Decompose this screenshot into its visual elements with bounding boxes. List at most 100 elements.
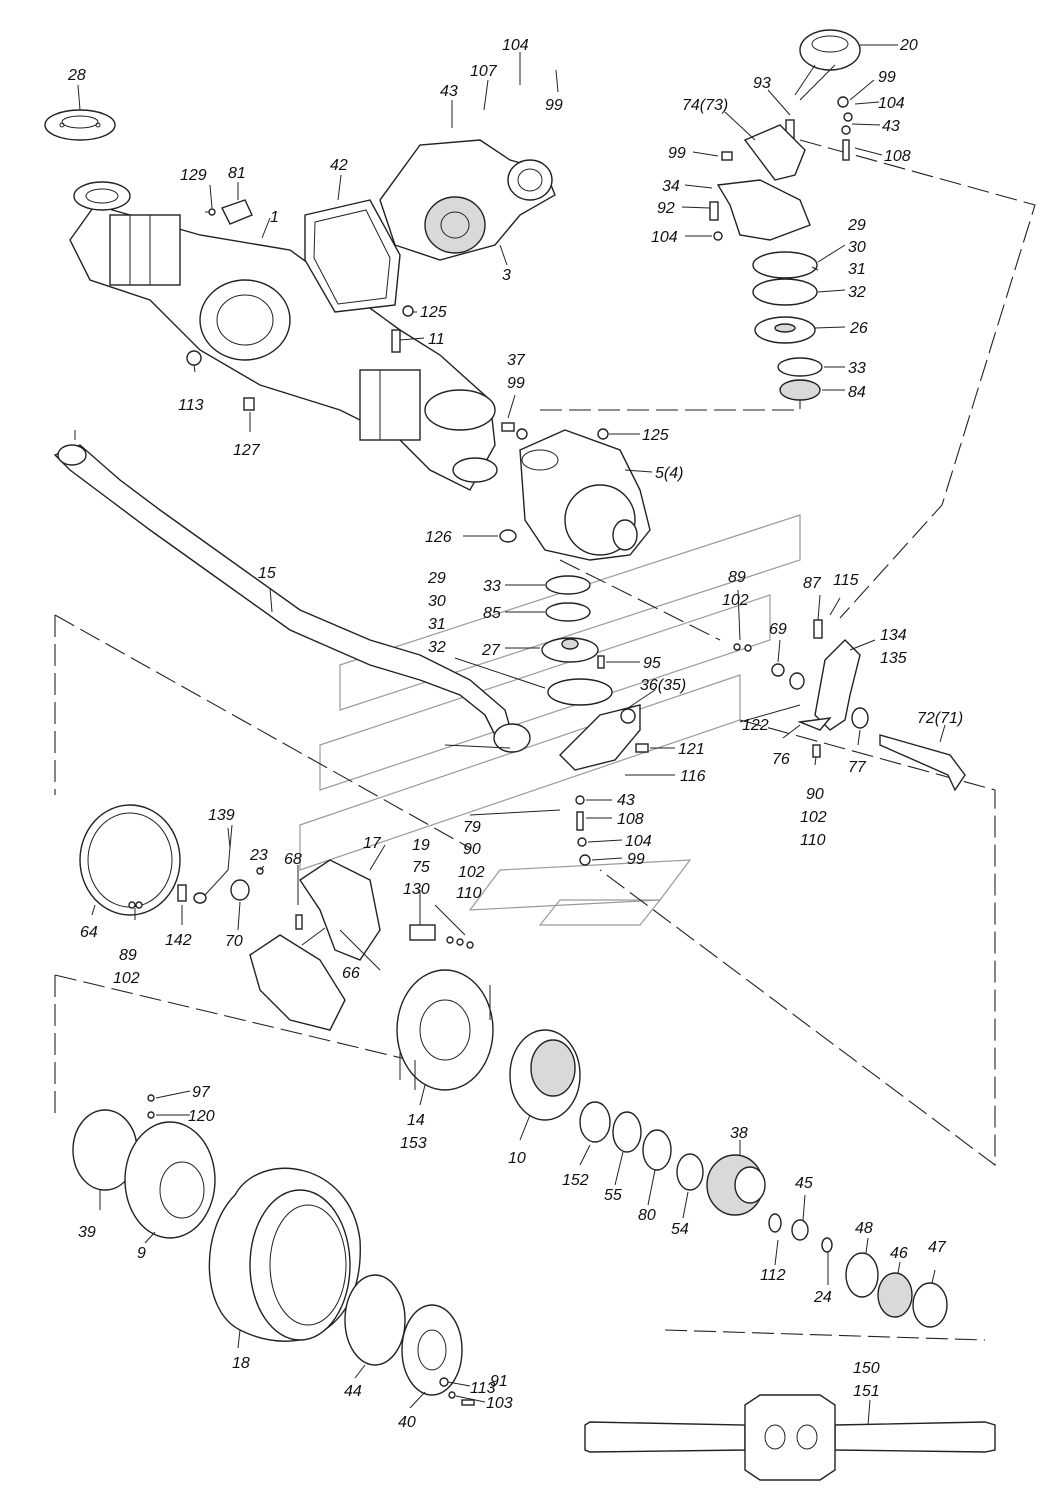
label-116: 116 — [680, 768, 706, 785]
part-brake-backing-64 — [79, 804, 264, 916]
label-36-35: 36(35) — [640, 677, 686, 694]
label-102: 102 — [800, 809, 827, 826]
label-37: 37 — [507, 352, 526, 369]
label-55: 55 — [604, 1187, 622, 1204]
label-127: 127 — [233, 442, 261, 459]
label-64: 64 — [80, 924, 98, 941]
part-upper-shims — [752, 251, 823, 401]
label-125: 125 — [642, 427, 669, 444]
part-cover-40 — [344, 1274, 475, 1406]
label-31: 31 — [428, 616, 446, 633]
label-24: 24 — [813, 1289, 832, 1306]
label-102: 102 — [722, 592, 749, 609]
part-tie-rod-15 — [53, 430, 531, 753]
label-43: 43 — [882, 118, 900, 135]
part-drum-18 — [208, 1167, 361, 1342]
label-44: 44 — [344, 1383, 362, 1400]
label-108: 108 — [617, 811, 644, 828]
label-69: 69 — [769, 621, 787, 638]
label-99: 99 — [507, 375, 525, 392]
label-84: 84 — [848, 384, 866, 401]
label-102: 102 — [458, 864, 485, 881]
label-18: 18 — [232, 1355, 250, 1372]
part-lower-kingpin-group — [541, 575, 641, 771]
label-72-71: 72(71) — [917, 710, 963, 727]
part-axle-shaft-150 — [584, 1394, 996, 1481]
label-48: 48 — [855, 1220, 873, 1237]
label-46: 46 — [890, 1245, 908, 1262]
assembly-dashed-lines — [54, 139, 1036, 1341]
label-139: 139 — [208, 807, 235, 824]
label-10: 10 — [508, 1150, 526, 1167]
label-1: 1 — [270, 209, 279, 226]
label-32: 32 — [428, 639, 446, 656]
label-43: 43 — [440, 83, 458, 100]
label-42: 42 — [330, 157, 348, 174]
label-90: 90 — [463, 841, 481, 858]
label-110: 110 — [456, 885, 482, 902]
label-99: 99 — [545, 97, 563, 114]
part-steering-arm-74 — [709, 124, 811, 241]
label-68: 68 — [284, 851, 302, 868]
label-23: 23 — [249, 847, 268, 864]
label-97: 97 — [192, 1084, 211, 1101]
label-30: 30 — [428, 593, 446, 610]
label-93: 93 — [753, 75, 771, 92]
part-plate-81 — [205, 199, 253, 225]
label-115: 115 — [833, 572, 859, 589]
label-79: 79 — [463, 819, 481, 836]
label-17: 17 — [363, 835, 382, 852]
label-102: 102 — [113, 970, 140, 987]
part-differential-3 — [379, 139, 556, 261]
label-120: 120 — [188, 1108, 215, 1125]
part-brake-shoes-17 — [249, 859, 474, 1031]
label-76: 76 — [772, 751, 790, 768]
label-150: 150 — [853, 1360, 880, 1377]
label-38: 38 — [730, 1125, 748, 1142]
part-gear-38 — [706, 1154, 948, 1328]
label-104: 104 — [502, 37, 529, 54]
label-85: 85 — [483, 605, 501, 622]
part-ring-carrier-10 — [509, 1029, 581, 1121]
label-103: 103 — [486, 1395, 513, 1412]
label-27: 27 — [481, 642, 501, 659]
label-11: 11 — [428, 331, 445, 348]
label-104: 104 — [625, 833, 652, 850]
label-5-4: 5(4) — [655, 465, 683, 482]
part-carrier-9 — [72, 1094, 216, 1239]
label-34: 34 — [662, 178, 680, 195]
part-lower-fasteners — [575, 643, 752, 866]
label-74-73: 74(73) — [682, 97, 728, 114]
label-113: 113 — [470, 1380, 496, 1397]
label-151: 151 — [853, 1383, 880, 1400]
label-91: 91 — [490, 1373, 508, 1390]
label-47: 47 — [928, 1239, 947, 1256]
label-14: 14 — [407, 1112, 425, 1129]
part-cover-plate-28 — [44, 109, 116, 141]
label-134: 134 — [880, 627, 907, 644]
label-80: 80 — [638, 1207, 656, 1224]
label-15: 15 — [258, 565, 276, 582]
label-32: 32 — [848, 284, 866, 301]
label-122: 122 — [742, 717, 769, 734]
label-125: 125 — [420, 304, 447, 321]
label-40: 40 — [398, 1414, 416, 1431]
label-33: 33 — [848, 360, 866, 377]
label-99: 99 — [627, 851, 645, 868]
part-steering-knuckle-5 — [519, 429, 651, 561]
label-90: 90 — [806, 786, 824, 803]
label-89: 89 — [728, 569, 746, 586]
label-104: 104 — [651, 229, 678, 246]
leader-lines — [77, 44, 946, 1426]
label-99: 99 — [668, 145, 686, 162]
label-95: 95 — [643, 655, 661, 672]
part-axle-housing-1 — [69, 181, 498, 491]
label-77: 77 — [848, 759, 867, 776]
label-99: 99 — [878, 69, 896, 86]
label-29: 29 — [847, 217, 866, 234]
label-30: 30 — [848, 239, 866, 256]
label-31: 31 — [848, 261, 866, 278]
label-26: 26 — [849, 320, 868, 337]
watermark-logo — [299, 514, 801, 926]
